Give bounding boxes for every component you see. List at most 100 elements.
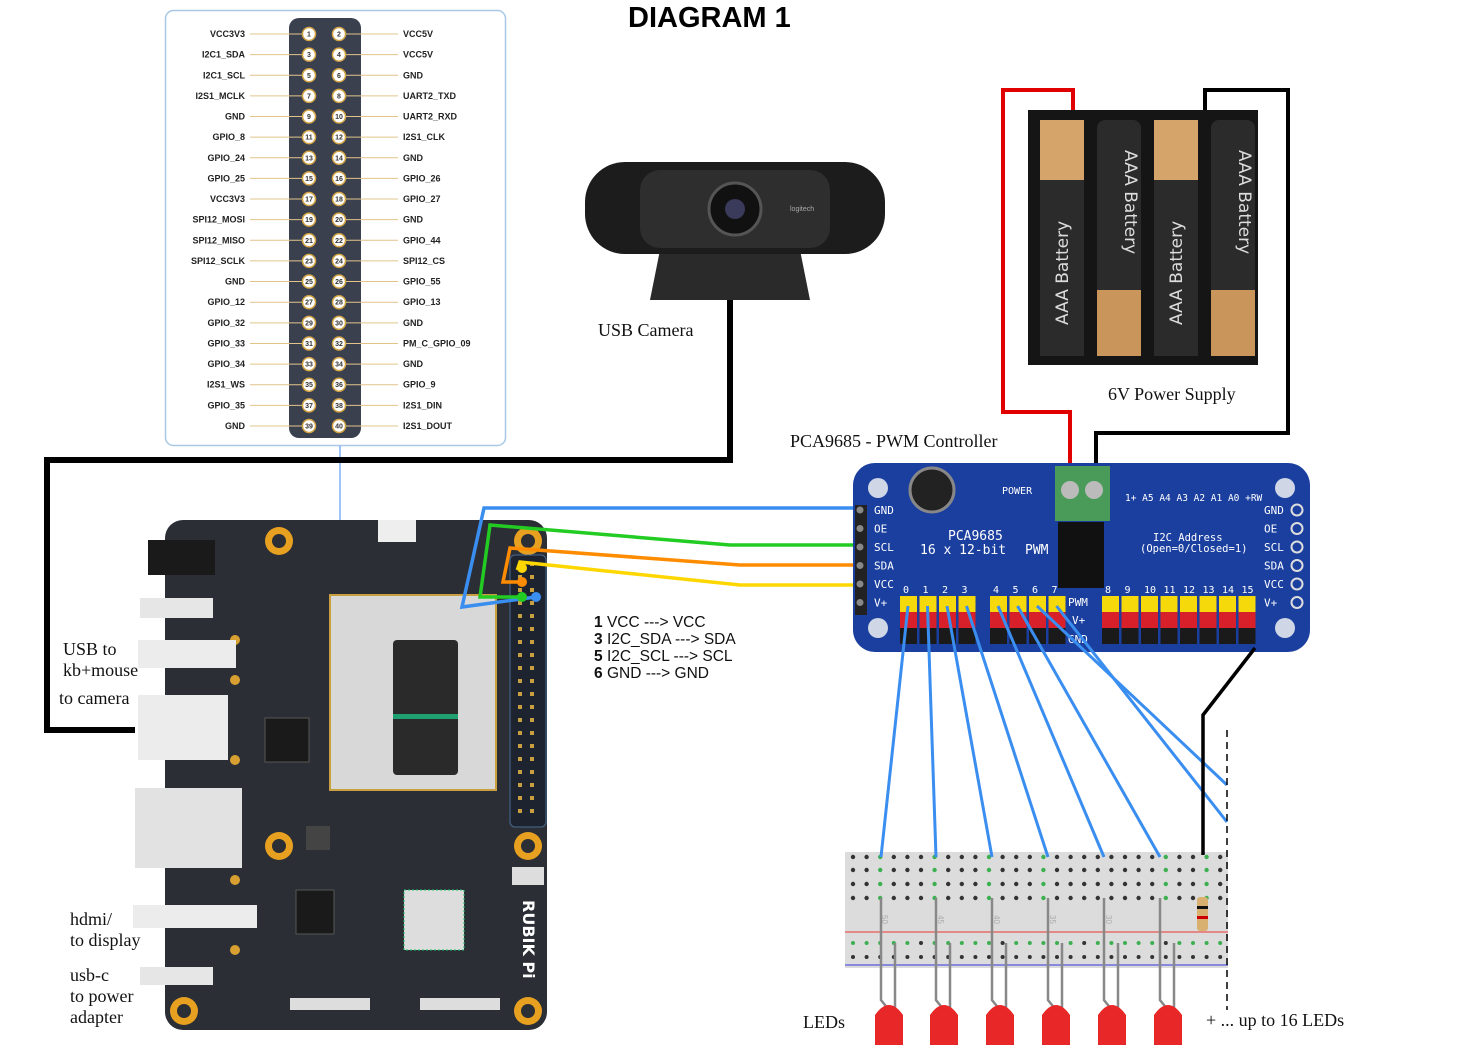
channel-number: 5	[1013, 585, 1019, 596]
pca-right-pin-label: V+	[1264, 597, 1278, 610]
breadboard-hole	[1109, 881, 1114, 887]
header-pin	[518, 705, 522, 709]
channel-number: 10	[1144, 585, 1156, 596]
hdmi-label-1: hdmi/	[70, 909, 113, 929]
breadboard-hole	[932, 867, 937, 873]
resistor	[1197, 897, 1208, 931]
pin-6	[331, 68, 347, 83]
breadboard-hole	[905, 941, 910, 945]
pin-label: I2C1_SDA	[202, 50, 246, 60]
pin-number: 33	[305, 362, 313, 369]
camera-brand: logitech	[790, 206, 814, 213]
breadboard-hole	[1054, 854, 1060, 860]
pwm-pin-4	[990, 596, 1007, 612]
usbc-label-2: to power	[70, 986, 134, 1006]
connection-pin: 5	[594, 648, 603, 665]
breadboard-number: 50	[880, 915, 889, 924]
breadboard-hole	[850, 895, 856, 901]
pin-38	[331, 398, 347, 413]
breadboard-hole	[973, 881, 978, 887]
breadboard-hole	[1027, 854, 1033, 860]
pin-label: VCC3V3	[210, 29, 245, 39]
pin-label: GPIO_25	[207, 173, 245, 183]
pin-number: 36	[335, 382, 343, 389]
rubik-pi-logo: RUBIK Pi	[519, 900, 538, 979]
breadboard-hole	[1000, 955, 1005, 959]
header-pin	[530, 731, 534, 735]
pwm-wire	[965, 605, 1050, 858]
pin-12	[331, 129, 347, 145]
breadboard-hole	[905, 955, 910, 959]
breadboard-hole	[1068, 854, 1073, 860]
pin-label: GPIO_24	[207, 153, 245, 163]
pin-number: 27	[305, 300, 313, 307]
pwm-wire	[945, 605, 994, 858]
pca-left-pin-label: GND	[874, 504, 894, 517]
pin-number: 34	[335, 362, 343, 369]
breadboard-hole	[1054, 881, 1060, 887]
pin-13	[301, 150, 317, 166]
breadboard-hole	[1218, 881, 1223, 887]
pin-16	[331, 171, 347, 186]
breadboard-hole	[946, 895, 951, 901]
breadboard-hole	[959, 881, 964, 887]
channel-number: 15	[1242, 585, 1254, 596]
connection-row: 5 I2C_SCL ---> SCL	[594, 648, 736, 665]
breadboard-hole	[1109, 867, 1114, 873]
breadboard-hole	[1000, 867, 1005, 873]
pwm-pin-6	[1029, 596, 1046, 612]
pwm-pin-11	[1160, 596, 1178, 612]
breadboard-hole	[1014, 881, 1019, 887]
header-pin	[530, 653, 534, 657]
pwm-pin-14	[1219, 596, 1236, 612]
header-pin	[530, 666, 534, 670]
pca-subtitle-label: 16 x 12-bit	[920, 543, 1006, 558]
breadboard-hole	[891, 895, 896, 901]
breadboard-hole	[1204, 955, 1209, 959]
pca-i2c-note: (Open=0/Closed=1)	[1140, 543, 1247, 555]
pin-label: I2S1_MCLK	[195, 91, 245, 101]
breadboard-hole	[973, 941, 978, 945]
breadboard-hole	[1027, 867, 1033, 873]
breadboard-hole	[1082, 881, 1087, 887]
breadboard-hole	[1204, 854, 1209, 860]
pin-number: 37	[305, 403, 313, 410]
breadboard-hole	[864, 941, 869, 945]
pin-26	[331, 274, 347, 289]
pin-number: 4	[337, 52, 341, 59]
breadboard-hole	[1082, 955, 1087, 959]
pca-right-pin	[1290, 577, 1304, 591]
pin-number: 18	[335, 197, 343, 204]
pin-number: 19	[305, 217, 313, 224]
breadboard-hole	[1190, 881, 1196, 887]
breadboard-hole	[918, 867, 924, 873]
breadboard-hole	[1204, 867, 1209, 873]
pin-label: GPIO_44	[403, 235, 441, 245]
breadboard-hole	[973, 895, 978, 901]
breadboard-hole	[1068, 881, 1073, 887]
breadboard-hole	[850, 881, 856, 887]
pin-label: GPIO_13	[403, 297, 441, 307]
header-pin	[518, 653, 522, 657]
pin-number: 9	[307, 114, 311, 121]
breadboard-hole	[1095, 867, 1101, 873]
breadboard-hole	[1136, 895, 1141, 901]
pin-3	[301, 47, 317, 62]
breadboard-hole	[1204, 881, 1209, 887]
pin-number: 32	[335, 341, 343, 348]
breadboard-hole	[891, 854, 896, 860]
header-pin	[518, 809, 522, 813]
pin-number: 29	[305, 320, 313, 327]
pca-right-pin	[1290, 596, 1304, 609]
pin-label: I2C1_SCL	[203, 70, 246, 80]
pin-1	[301, 26, 317, 42]
breadboard-hole	[986, 895, 992, 901]
pca-name-label: PCA9685	[948, 529, 1003, 544]
pin-number: 16	[335, 176, 343, 183]
pwm-wire	[1035, 604, 1229, 787]
pwm-wire	[926, 605, 938, 858]
breadboard-number: 45	[936, 915, 945, 924]
sda-wire	[500, 546, 860, 584]
breadboard-hole	[1136, 941, 1141, 945]
